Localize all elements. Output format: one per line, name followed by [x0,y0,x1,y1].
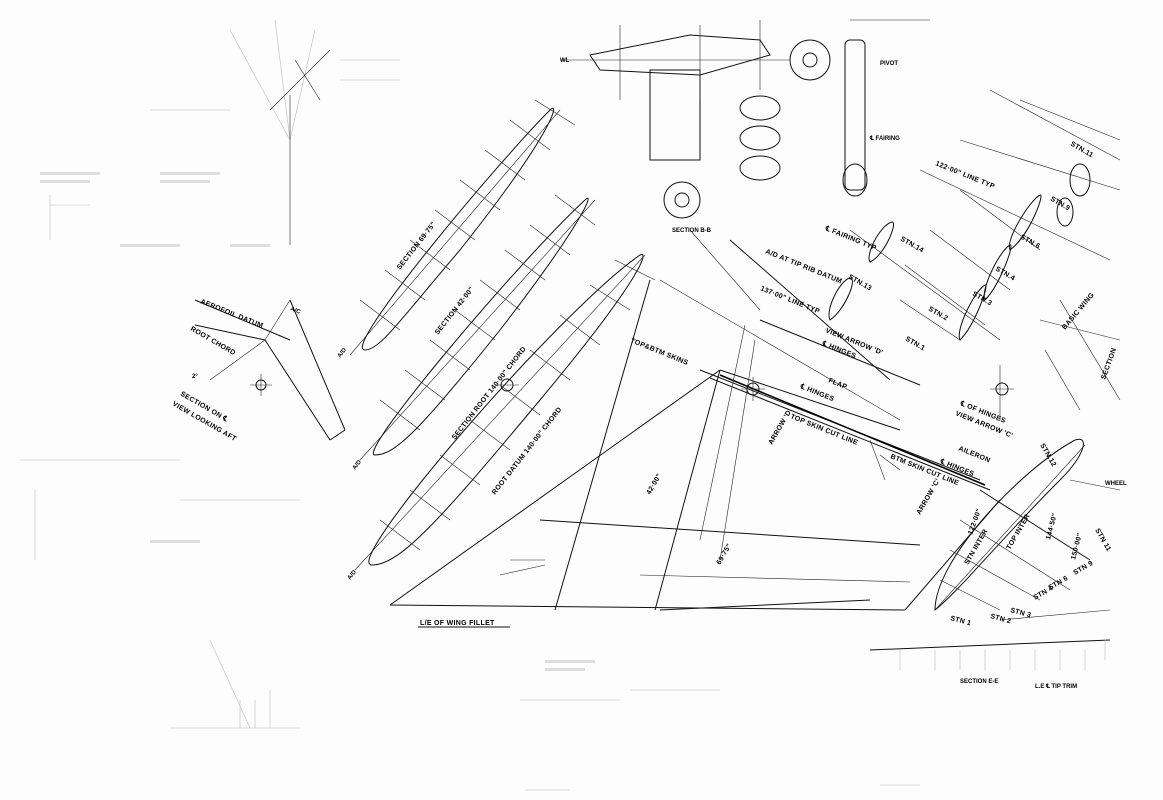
label-stn3: STN.3 [971,291,993,308]
label-le-tip-trim: L.E ℄ TIP TRIM [1035,683,1077,690]
label-dim-42: 42·00" [646,473,664,496]
drawing-labels: AEROFOIL DATUM ROOT CHORD A/C 2° SECTION… [171,58,1127,690]
label-stn4: STN.4 [994,266,1016,283]
label-ad-3: A/D [347,569,359,581]
label-stn1-b: STN 1 [949,615,971,627]
label-aileron: AILERON [957,445,991,464]
label-flap: FLAP [827,377,848,391]
label-stn2-b: STN 2 [989,613,1011,625]
label-dim-144: 144·50" [1045,512,1059,540]
label-line-137: 137·00" LINE TYP [759,285,820,315]
label-arrow-d: ARROW 'D' [768,408,794,446]
airfoil-sections [349,107,646,571]
label-fairing: ℄ FAIRING [869,135,900,142]
wing-planform [389,229,1001,611]
label-section-bb: SECTION B-B [672,228,712,234]
label-ac-left: A/C [289,306,301,316]
label-root-chord: ROOT CHORD [189,326,237,357]
label-stn6: STN.6 [1019,234,1041,251]
label-dim-69: 69·75" [716,543,734,566]
label-wheel: WHEEL [1105,481,1127,487]
label-ad-2: A/D [352,459,364,471]
label-section-42: SECTION 42·00" [434,286,476,336]
landing-gear-details [560,19,930,219]
section-on-cl [194,299,346,441]
label-stn11-b: STN 11 [1093,528,1112,553]
label-stn11: STN.11 [1069,141,1094,160]
label-angle-2: 2° [192,374,198,380]
label-ad-1: A/D [337,347,349,359]
top-fan-lines [229,19,331,245]
faint-notes [40,172,595,671]
label-le-wing-fillet: L/E OF WING FILLET [420,620,495,627]
label-cl-hinges-1: ℄ HINGES [798,382,835,403]
label-stn9-b: STN 9 [1073,560,1095,577]
wing-tip [869,438,1121,651]
label-section-root: SECTION ROOT 140·00" CHORD [451,346,528,442]
label-wl: WL [560,58,570,64]
label-stn12: STN.12 [1038,443,1057,469]
label-line-122: 122·00" LINE TYP [934,160,995,190]
label-dim-150: 150·00" [1070,532,1084,560]
faint-sketches [20,59,920,791]
label-arrow-c: ARROW 'C' [916,478,942,516]
label-aerofoil-datum: AEROFOIL DATUM [199,298,264,330]
label-stn14: STN.14 [899,236,925,255]
airfoil-station-lines [359,99,656,551]
label-cl-fairing-typ: ℄ FAIRING TYP [823,224,877,252]
right-stations [759,89,1121,420]
section-ee-ticks [899,640,1106,670]
label-pivot: PIVOT [880,61,898,67]
label-top-btm-skins: TOP&BTM SKINS [629,337,689,367]
label-stn3-b: STN 3 [1009,607,1031,619]
label-root-datum: ROOT DATUM 140·00" CHORD [491,406,563,496]
label-section-ee: SECTION E-E [960,679,998,685]
label-stn1: STN.1 [904,336,926,353]
wing-fillet [418,559,546,628]
label-basic-wing: BASIC WING [1061,292,1096,332]
label-stn9: STN.9 [1049,196,1071,213]
label-stn4-b: STN 4 [1033,585,1055,602]
label-section-right: SECTION [1100,347,1118,381]
